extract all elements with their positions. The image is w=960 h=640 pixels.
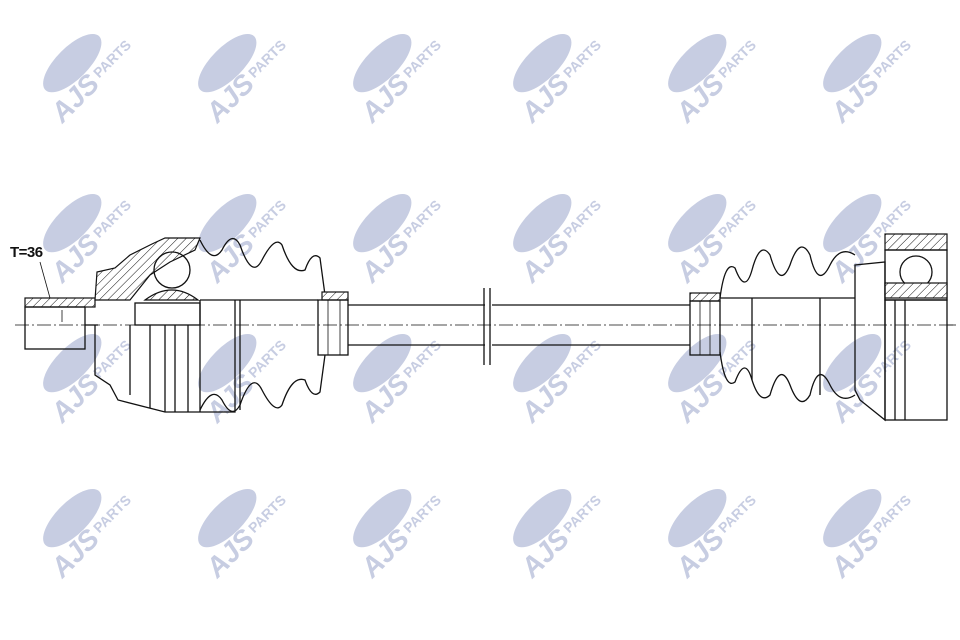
left-stub-shaft [24,297,98,350]
break-mark [483,288,491,365]
right-cv-joint [854,233,956,422]
label-leader [39,261,51,299]
left-boot [199,238,349,412]
thread-label: T=36 [10,244,43,261]
left-cv-joint [94,237,236,413]
right-boot [689,246,856,403]
shaft-bar [200,288,690,365]
